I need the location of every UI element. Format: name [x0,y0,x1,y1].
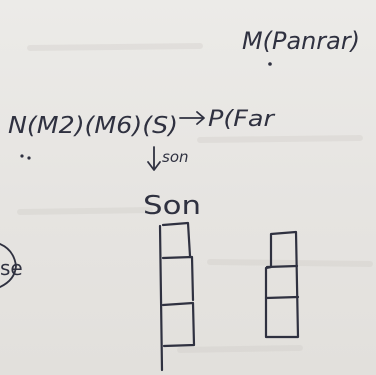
box-stack-right [264,230,300,339]
dot-mark [27,156,31,160]
label-n: N(M2)(M6)(S) [8,113,178,139]
dot-mark [268,62,272,66]
dot-mark [20,154,24,158]
edge-curve [0,243,17,288]
bleed-through-lines [17,43,373,353]
label-son: Son [143,191,201,221]
box-stack-left [158,221,196,372]
label-m: M(Panrar) [242,27,360,55]
label-son-arrow: son [162,148,189,166]
label-edge: se [0,256,23,280]
label-p: P(Far [208,107,276,132]
arrowhead-down-icon [147,161,161,171]
arrowhead-right-icon [196,111,205,125]
